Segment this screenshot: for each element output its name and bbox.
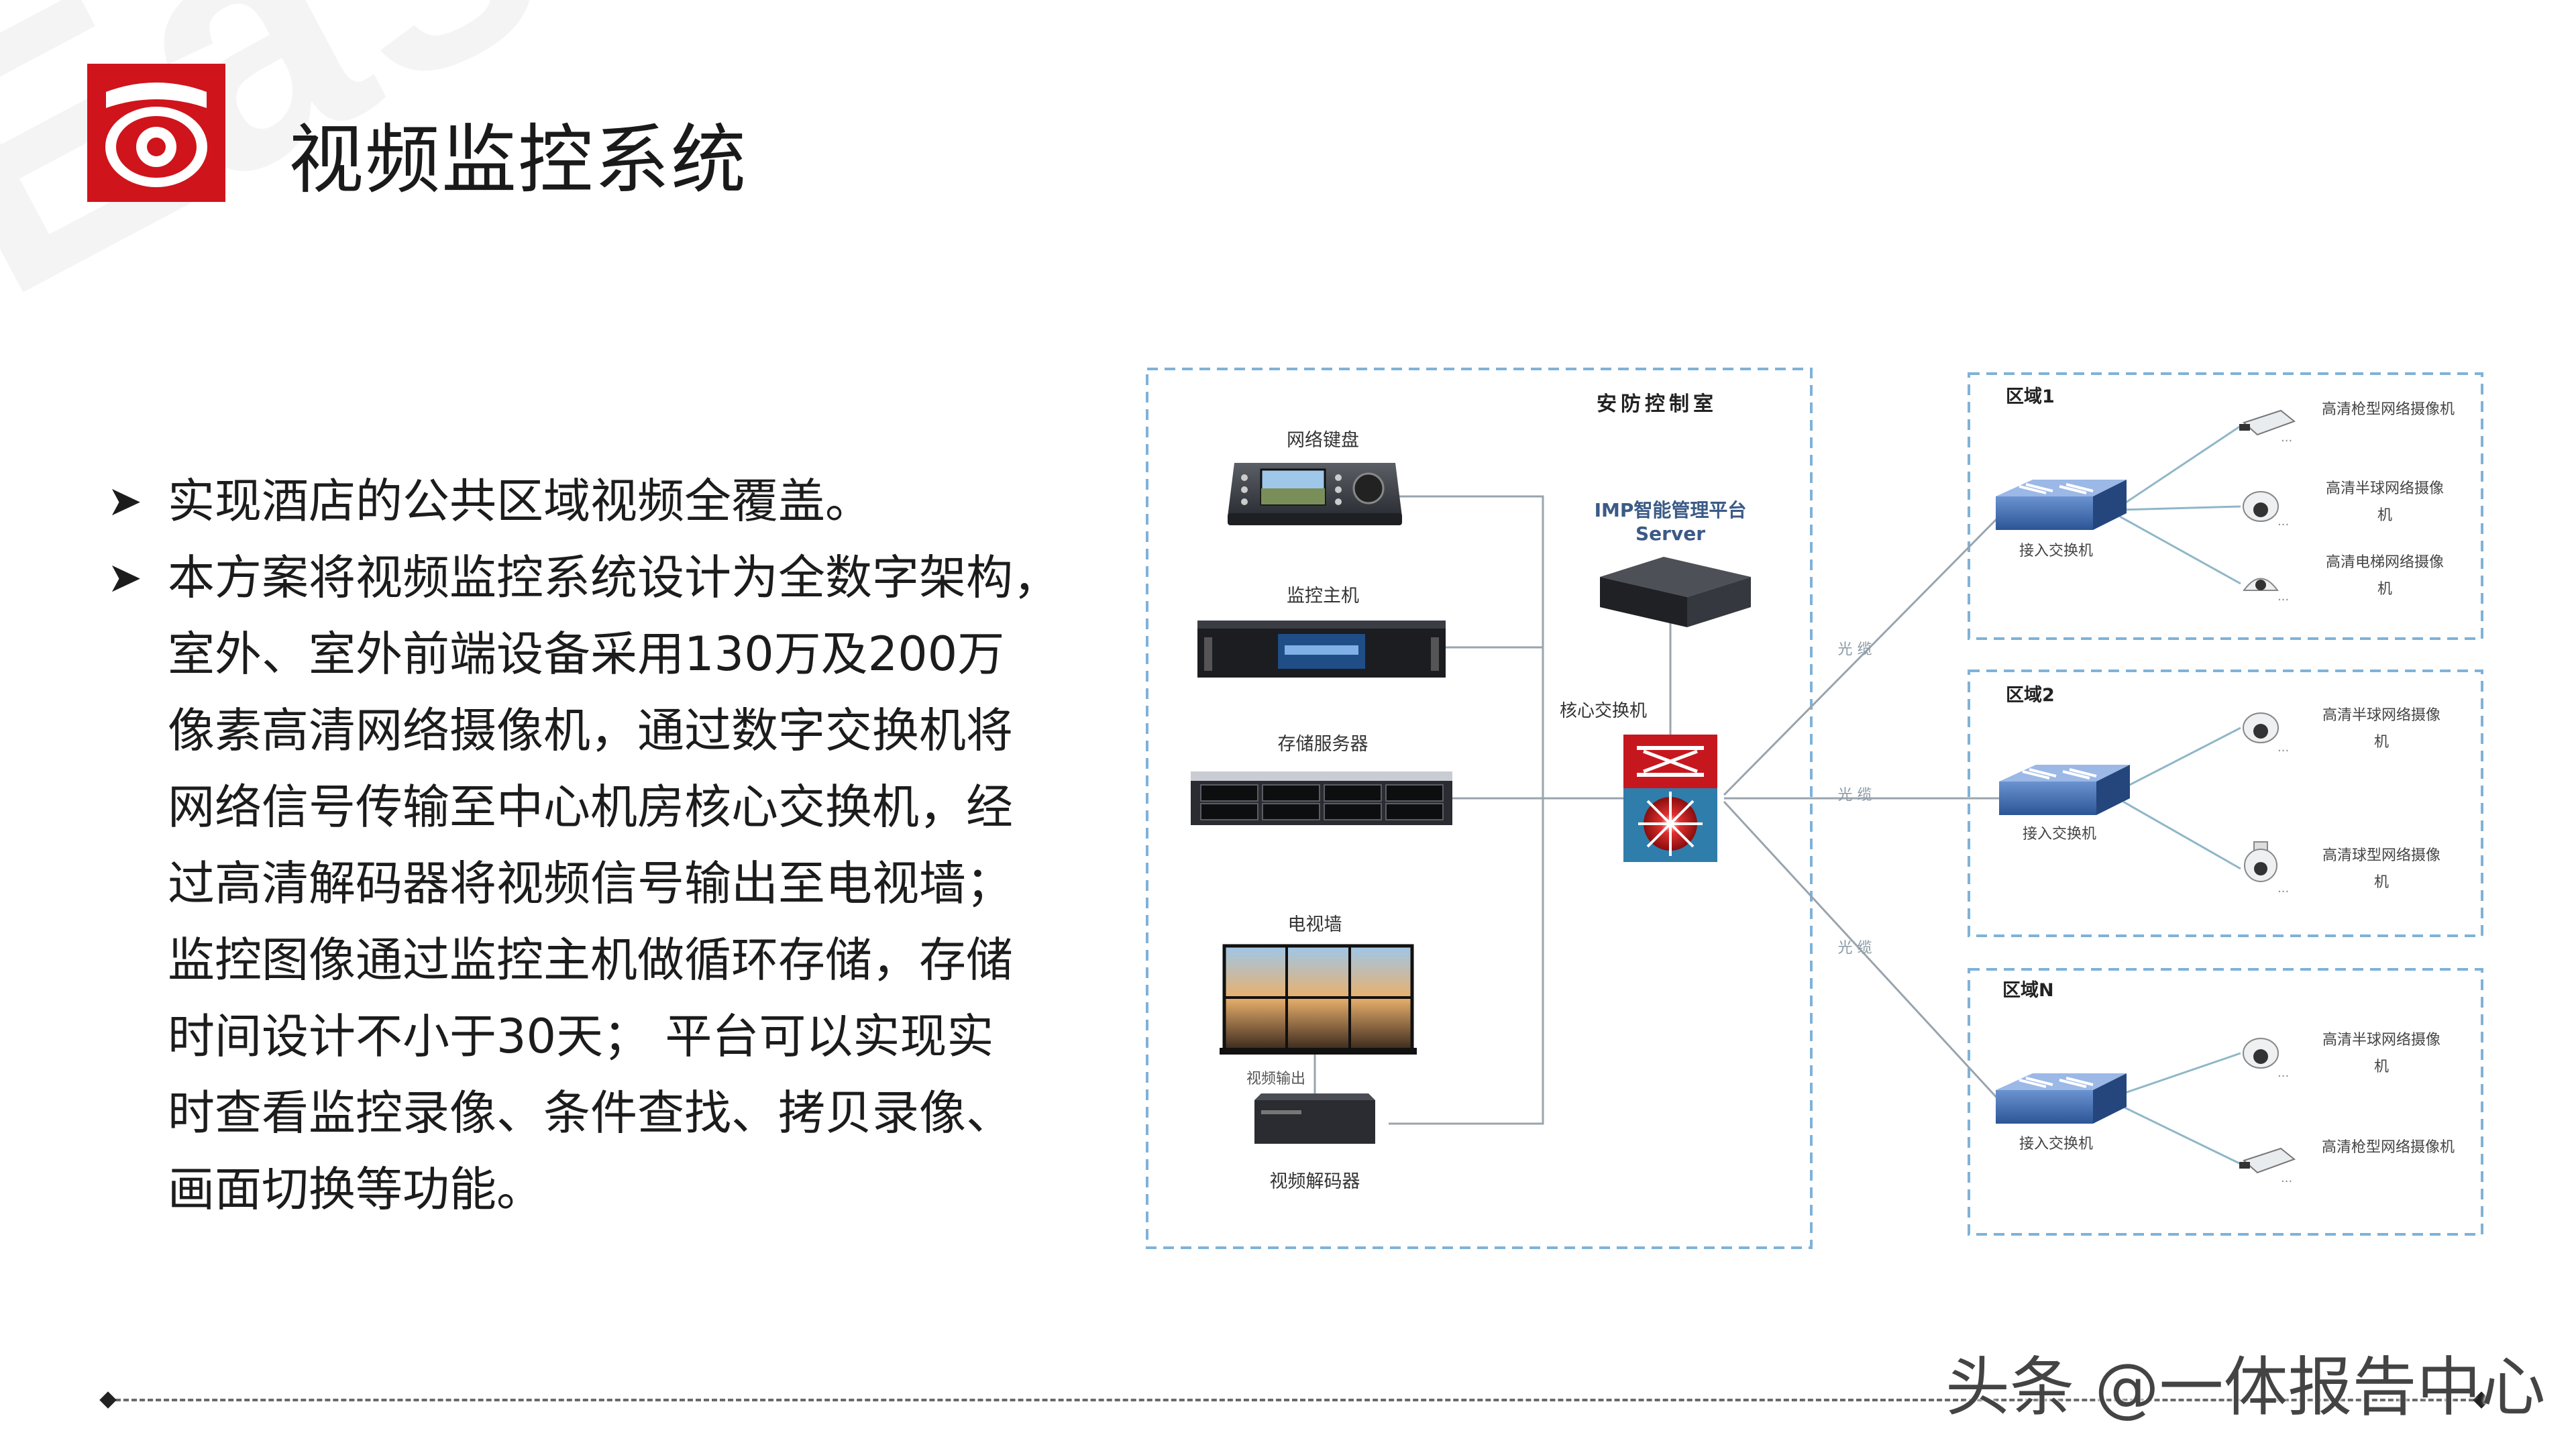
- camera-ellipsis: ...: [2281, 1171, 2292, 1185]
- zone2-title: 区域2: [2006, 685, 2055, 706]
- zone1-title: 区域1: [2006, 386, 2055, 407]
- access-switch-label: 接入交换机: [2019, 543, 2093, 559]
- camera-ellipsis: ...: [2277, 515, 2289, 529]
- camera-label: 机: [2374, 1059, 2389, 1075]
- camera-ellipsis: ...: [2281, 431, 2292, 445]
- camera-ellipsis: ...: [2277, 590, 2289, 604]
- access-switch-icon: [1996, 480, 2127, 530]
- camera-ellipsis: ...: [2277, 881, 2289, 896]
- dome-camera-icon: [2243, 492, 2278, 521]
- platform-label-line2: Server: [1635, 523, 1705, 545]
- decoder-label: 视频解码器: [1270, 1171, 1360, 1192]
- platform-server-icon: [1600, 557, 1751, 627]
- bullet-camera-icon: [2239, 1148, 2294, 1173]
- access-switch-label: 接入交换机: [2023, 826, 2096, 843]
- camera-label: 高清电梯网络摄像: [2326, 554, 2444, 571]
- core-switch-icon: [1623, 735, 1717, 862]
- monitoring-host-icon: [1197, 621, 1446, 678]
- tvwall-label: 电视墙: [1288, 914, 1342, 935]
- fiber-label-2: 光 缆: [1838, 787, 1872, 804]
- dome-camera-icon: [2243, 1038, 2278, 1068]
- fiber-label-3: 光 缆: [1838, 940, 1872, 957]
- core-switch-label: 核心交换机: [1560, 701, 1647, 721]
- tv-wall-icon: [1220, 946, 1417, 1055]
- camera-label: 机: [2374, 874, 2389, 891]
- camera-label: 高清枪型网络摄像机: [2322, 401, 2455, 418]
- elevator-camera-icon: [2244, 579, 2277, 591]
- camera-label: 高清枪型网络摄像机: [2322, 1139, 2455, 1156]
- storage-server-icon: [1191, 771, 1452, 825]
- camera-ellipsis: ...: [2277, 1066, 2289, 1080]
- zoneN-title: 区域N: [2002, 980, 2054, 1001]
- control-room-label: 安防控制室: [1597, 392, 1717, 416]
- video-output-label: 视频输出: [1246, 1071, 1305, 1087]
- camera-label: 高清半球网络摄像: [2322, 1032, 2440, 1049]
- keyboard-label: 网络键盘: [1287, 430, 1359, 451]
- footer-source-watermark: 头条 @一体报告中心: [1945, 1335, 2546, 1428]
- camera-label: 高清球型网络摄像: [2322, 847, 2440, 864]
- access-switch-label: 接入交换机: [2019, 1136, 2093, 1152]
- host-label: 监控主机: [1287, 586, 1359, 606]
- camera-label: 高清半球网络摄像: [2322, 707, 2440, 724]
- ptz-dome-camera-icon: [2245, 842, 2277, 881]
- camera-label: 机: [2377, 507, 2392, 524]
- fiber-links: [1724, 517, 1999, 1100]
- dome-camera-icon: [2243, 713, 2278, 743]
- platform-label-line1: IMP智能管理平台: [1595, 499, 1747, 521]
- network-keyboard-icon: [1228, 463, 1402, 525]
- camera-ellipsis: ...: [2277, 741, 2289, 755]
- access-switch-icon: [1996, 1073, 2127, 1124]
- camera-links: [2120, 426, 2241, 1164]
- video-decoder-icon: [1254, 1093, 1375, 1144]
- storage-label: 存储服务器: [1278, 734, 1368, 755]
- access-switch-icon: [1999, 765, 2130, 815]
- camera-label: 机: [2374, 734, 2389, 751]
- camera-label: 机: [2377, 581, 2392, 598]
- camera-label: 高清半球网络摄像: [2326, 480, 2444, 497]
- fiber-label-1: 光 缆: [1838, 641, 1872, 658]
